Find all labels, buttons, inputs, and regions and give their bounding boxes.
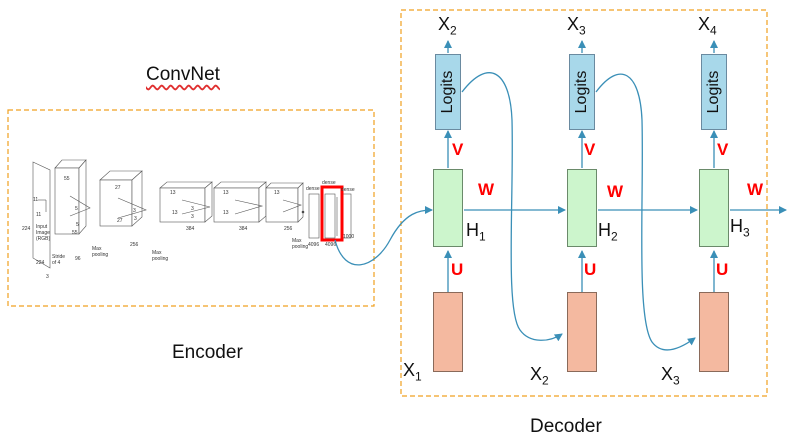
cnn-text: 13 — [223, 190, 229, 196]
weight-w-label: W — [478, 180, 495, 199]
cnn-text: dense — [341, 187, 355, 193]
cnn-text: 3 — [191, 206, 194, 212]
cnn-text: Max pooling — [152, 250, 169, 262]
hidden-label-h1: H1 — [466, 220, 486, 244]
output-label-x4: X4 — [698, 14, 717, 38]
cnn-text: 1000 — [343, 234, 355, 240]
cnn-text: Input Image (RGB) — [36, 224, 51, 242]
cnn-text: 224 — [22, 226, 31, 232]
cnn-text: 13 — [172, 210, 178, 216]
encoder-box — [7, 109, 375, 307]
input-box-x1 — [433, 292, 463, 372]
cnn-text: dense — [322, 180, 336, 186]
cnn-text: 3 — [134, 216, 137, 222]
cnn-text: 5 — [75, 206, 78, 212]
cnn-text: Max pooling — [92, 246, 109, 258]
weight-v-label: V — [584, 140, 596, 159]
logits1-feedback-curve — [461, 72, 563, 342]
hidden-state-h2 — [567, 169, 597, 247]
cnn-text: 3 — [46, 274, 49, 280]
logits-label: Logits — [705, 70, 722, 114]
cnn-text: 13 — [223, 210, 229, 216]
input-box-x3 — [699, 292, 729, 372]
cnn-text: 55 — [72, 230, 78, 236]
input-label-x3: X3 — [661, 364, 680, 388]
weight-v-label: V — [452, 140, 464, 159]
weight-u-label: U — [584, 260, 597, 279]
cnn-text: 96 — [75, 256, 81, 262]
logits-box-3: Logits — [701, 54, 727, 130]
cnn-text: 224 — [36, 260, 45, 266]
feature-vector-highlight — [320, 185, 344, 242]
cnn-text: 27 — [115, 185, 121, 191]
input-label-x2: X2 — [530, 364, 549, 388]
cnn-text: 4096 — [325, 242, 337, 248]
hidden-state-h1 — [433, 169, 463, 247]
output-label-x2: X2 — [438, 14, 457, 38]
decoder-label: Decoder — [530, 416, 602, 437]
cnn-text: Max pooling — [292, 238, 309, 250]
weight-u-label: U — [451, 260, 464, 279]
convnet-sketch — [32, 159, 352, 269]
weight-w-label: W — [607, 182, 624, 201]
cnn-text: 384 — [239, 226, 248, 232]
hidden-label-h2: H2 — [598, 220, 618, 244]
cnn-text: 4096 — [308, 242, 320, 248]
cnn-text: 3 — [191, 214, 194, 220]
cnn-text: 384 — [186, 226, 195, 232]
cnn-text: 3 — [133, 208, 136, 214]
cnn-text: 11 — [33, 197, 39, 203]
weight-u-label: U — [716, 260, 729, 279]
hidden-state-h3 — [699, 169, 729, 247]
input-label-x1: X1 — [403, 360, 422, 384]
hidden-label-h3: H3 — [730, 216, 750, 240]
encoder-label: Encoder — [172, 342, 243, 363]
weight-v-label: V — [717, 140, 729, 159]
cnn-text: Stride of 4 — [52, 254, 66, 266]
encoder-to-h1-arrow — [334, 206, 433, 266]
logits2-feedback-curve — [595, 73, 696, 351]
cnn-text: 27 — [117, 218, 123, 224]
cnn-text: 55 — [64, 176, 70, 182]
convnet-title: ConvNet — [146, 64, 220, 85]
logits-box-2: Logits — [569, 54, 595, 130]
cnn-text: 256 — [130, 242, 139, 248]
cnn-text: dense — [306, 186, 320, 192]
logits-label: Logits — [439, 70, 456, 114]
cnn-text: 256 — [284, 226, 293, 232]
cnn-text: 11 — [36, 212, 42, 218]
output-label-x3: X3 — [567, 14, 586, 38]
logits-label: Logits — [573, 70, 590, 114]
input-box-x2 — [567, 292, 597, 372]
cnn-text: 5 — [76, 222, 79, 228]
cnn-text: 13 — [170, 190, 176, 196]
cnn-text: 13 — [274, 190, 280, 196]
weight-w-label: W — [747, 180, 764, 199]
logits-box-1: Logits — [435, 54, 461, 130]
